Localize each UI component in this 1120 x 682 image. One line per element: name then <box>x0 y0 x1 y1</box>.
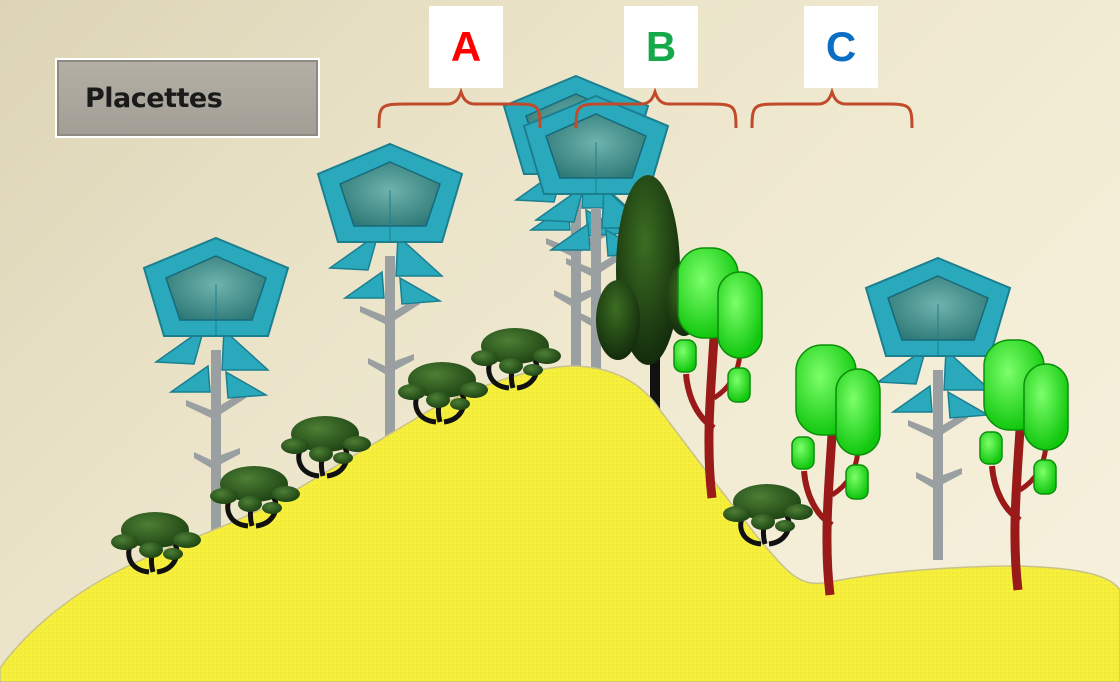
plot-letter: A <box>450 23 482 70</box>
plot-letter: C <box>825 23 857 70</box>
curly-brace-icon <box>750 87 914 129</box>
plot-label-a: A <box>429 6 503 88</box>
plot-label-b: B <box>624 6 698 88</box>
plot-label-c: C <box>804 6 878 88</box>
broadleaf-tree-icon <box>980 340 1068 590</box>
curly-brace-icon <box>377 87 542 129</box>
plot-letter: B <box>645 23 677 70</box>
title-label: Placettes <box>85 82 223 114</box>
title-box: Placettes <box>55 58 320 138</box>
broadleaf-tree-icon <box>792 345 880 595</box>
curly-brace-icon <box>574 87 738 129</box>
